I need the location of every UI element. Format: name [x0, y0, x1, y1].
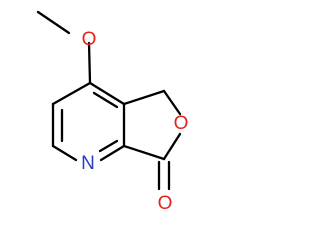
ring-nitrogen-label: N — [81, 153, 95, 174]
bond-n-c7a-inner — [98, 139, 119, 153]
bond-o-c7 — [162, 132, 182, 161]
bond-c4-c3 — [51, 81, 92, 106]
molecule-structure: O N O O — [36, 10, 188, 214]
methoxy-oxygen-label: O — [82, 29, 97, 50]
atom-label-layer: O N O O — [81, 29, 188, 214]
structure-canvas: O N O O — [36, 10, 189, 215]
bond-c4-c3a-double — [88, 81, 126, 106]
bond-methyl-o — [36, 10, 71, 35]
bond-c2-n — [51, 144, 78, 162]
bond-c3a-ch2 — [122, 89, 166, 106]
ring-oxygen-label: O — [174, 113, 189, 134]
bond-c7-c7a — [122, 144, 166, 161]
bond-c4-c3a-inner — [92, 91, 119, 109]
carbonyl-oxygen-label: O — [158, 193, 173, 214]
bond-o-c4 — [87, 41, 92, 85]
bond-layer — [36, 10, 182, 191]
bond-n-c7a-double — [99, 144, 126, 162]
bond-ch2-o — [162, 89, 182, 116]
